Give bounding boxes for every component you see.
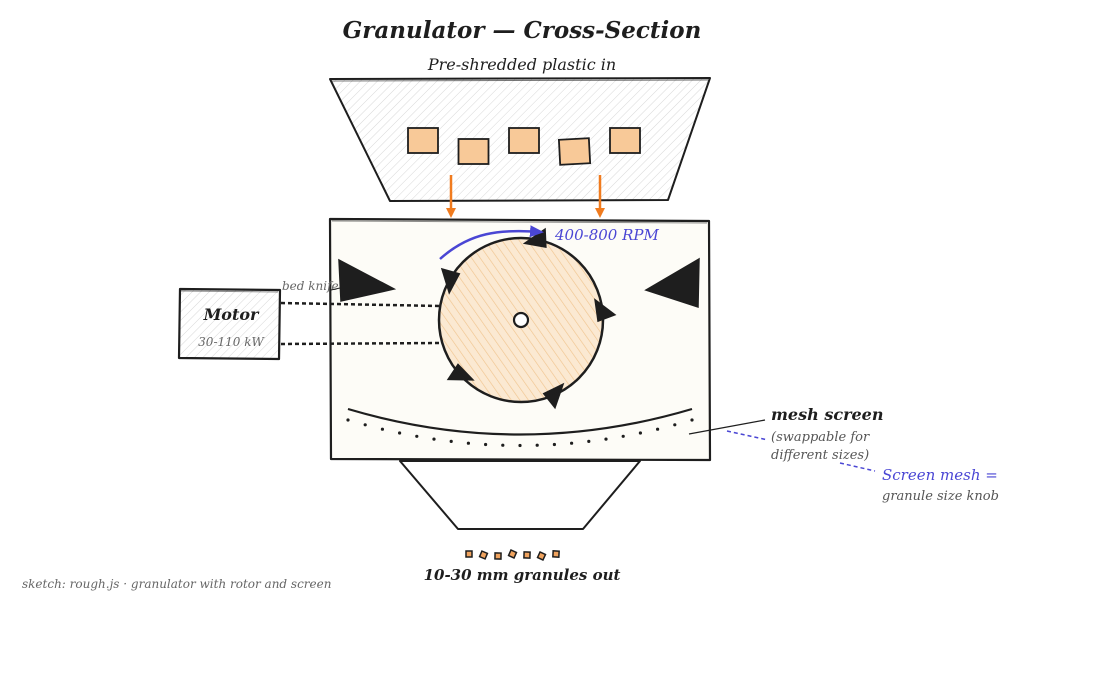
callout-subtitle: granule size knob [882, 489, 999, 504]
mesh-hole [380, 427, 384, 431]
plastic-piece-1 [407, 127, 439, 154]
mesh-hole [673, 423, 677, 427]
callout-connector-lower [839, 462, 876, 472]
plastic-piece-2 [457, 138, 490, 165]
motor-power: 30-110 kW [198, 335, 265, 349]
hopper-label: Pre-shredded plastic in [427, 55, 616, 74]
mesh-screen [346, 407, 694, 448]
mesh-hole [466, 441, 470, 445]
bed-knife-label: bed knife [282, 279, 339, 293]
mesh-hole [621, 434, 625, 438]
drive-belt-lower [280, 341, 442, 346]
granule [494, 552, 502, 560]
callout-title: Screen mesh = [882, 466, 998, 484]
rotor [437, 227, 617, 410]
rotor-blade-2 [594, 298, 617, 323]
mesh-hole [552, 442, 557, 447]
bed-knife-right [644, 257, 700, 309]
mesh-screen-note-line1: (swappable for [771, 430, 870, 445]
diagram-title: Granulator — Cross-Section [343, 17, 702, 44]
mesh-hole [518, 443, 522, 448]
discharge-funnel [399, 460, 641, 530]
mesh-hole [346, 418, 350, 422]
mesh-hole [535, 443, 539, 447]
output-granules [465, 549, 560, 561]
mesh-hole [484, 442, 488, 447]
mesh-hole [415, 434, 419, 438]
granule [536, 551, 547, 561]
drive-belt-upper [280, 301, 442, 308]
mesh-hole [690, 418, 694, 422]
output-label: 10-30 mm granules out [424, 566, 621, 584]
mesh-hole [398, 431, 402, 435]
plastic-pieces [407, 127, 641, 166]
granule [465, 550, 473, 558]
plastic-piece-3 [508, 127, 540, 154]
mesh-screen-leader [688, 419, 766, 435]
callout-connector-upper [726, 430, 769, 441]
rotor-blade-5 [440, 267, 461, 295]
bed-knife-left [338, 258, 397, 302]
mesh-hole [604, 437, 608, 441]
motor-box [177, 287, 282, 361]
granule [523, 551, 531, 559]
plastic-piece-4 [557, 137, 592, 166]
granule [552, 550, 560, 558]
mesh-hole [363, 423, 367, 427]
mesh-screen-arc [347, 407, 693, 436]
rotor-speed-label: 400-800 RPM [554, 226, 659, 244]
rotation-arrow [439, 225, 544, 260]
plastic-piece-5 [609, 127, 641, 154]
granule [478, 550, 489, 560]
mesh-screen-holes [346, 418, 694, 448]
sketch-caption: sketch: rough.js · granulator with rotor… [22, 577, 331, 591]
mesh-hole [587, 439, 591, 443]
mesh-hole [656, 427, 660, 431]
mesh-hole [501, 443, 505, 447]
mesh-screen-note-line2: different sizes) [771, 448, 869, 463]
mesh-hole [432, 437, 436, 441]
motor: Motor 30-110 kW [177, 287, 282, 361]
mesh-hole [570, 441, 574, 445]
cutting-chamber: 400-800 RPM [328, 217, 712, 462]
hopper: Pre-shredded plastic in [329, 55, 711, 202]
mesh-hole [638, 431, 643, 435]
mesh-screen-label: mesh screen [771, 405, 884, 424]
mesh-hole [449, 439, 453, 443]
granule [507, 549, 518, 559]
rotor-shaft [512, 311, 530, 329]
rotor-blade-4 [446, 363, 475, 381]
motor-label: Motor [203, 305, 260, 324]
